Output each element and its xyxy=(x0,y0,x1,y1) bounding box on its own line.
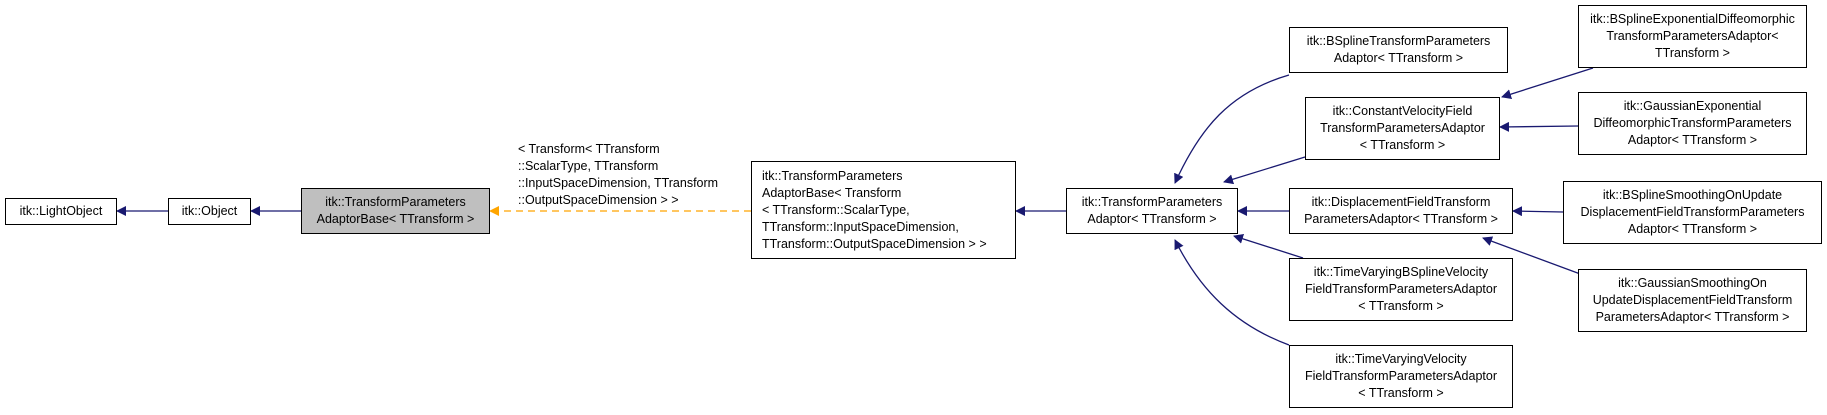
text-line: < TTransform::ScalarType, xyxy=(762,202,910,217)
text-line: itk::BSplineExponentialDiffeomorphic xyxy=(1590,12,1795,26)
text-line: itk::GaussianSmoothingOn xyxy=(1618,276,1767,290)
text-line: TTransform > xyxy=(1655,46,1730,60)
edge-tv-bspline-velocity-to-adaptor xyxy=(1233,233,1304,259)
edge-gaussian-exp-to-constant-velocity xyxy=(1499,121,1579,132)
text-line: FieldTransformParametersAdaptor xyxy=(1305,369,1497,383)
text-line: < Transform< TTransform xyxy=(518,142,660,156)
text-line: itk::TimeVaryingVelocity xyxy=(1335,352,1467,366)
text-line: itk::DisplacementFieldTransform xyxy=(1311,195,1491,209)
text-line: Adaptor< TTransform > xyxy=(1333,51,1464,65)
text-line: itk::ConstantVelocityField xyxy=(1332,104,1473,118)
text-line: itk::TimeVaryingBSplineVelocity xyxy=(1313,265,1489,279)
text-line: < TTransform > xyxy=(1359,138,1446,152)
text-line: TransformParametersAdaptor< xyxy=(1606,29,1779,43)
text-line: itk::Object xyxy=(181,204,238,218)
edge-bspline-exp-diffeo-to-constant-velocity xyxy=(1501,67,1594,100)
text-line: itk::TransformParameters xyxy=(325,195,466,209)
text-line: itk::BSplineTransformParameters xyxy=(1306,34,1491,48)
edge-bspline-adaptor-to-adaptor xyxy=(1174,74,1290,184)
text-line: ::OutputSpaceDimension > > xyxy=(518,193,679,207)
text-line: ParametersAdaptor< TTransform > xyxy=(1595,310,1790,324)
edge-bspline-smoothing-to-displacement xyxy=(1512,206,1564,217)
text-line: Adaptor< TTransform > xyxy=(1627,133,1758,147)
text-line: AdaptorBase< Transform xyxy=(762,185,902,200)
text-line: FieldTransformParametersAdaptor xyxy=(1305,282,1497,296)
text-line: Adaptor< TTransform > xyxy=(1627,222,1758,236)
text-line: itk::TransformParameters xyxy=(1081,195,1223,209)
text-line: TTransform::InputSpaceDimension, xyxy=(762,219,959,234)
text-line: < TTransform > xyxy=(1358,386,1444,400)
text-line: TransformParametersAdaptor xyxy=(1320,121,1485,135)
edge-constant-velocity-to-adaptor xyxy=(1223,156,1306,185)
text-line: itk::BSplineSmoothingOnUpdate xyxy=(1602,188,1783,202)
node-itk-lightobject[interactable]: itk::LightObject xyxy=(5,198,117,225)
text-line: itk::LightObject xyxy=(19,204,103,218)
edge-tv-velocity-to-adaptor xyxy=(1174,239,1290,346)
node-itk-object[interactable]: itk::Object xyxy=(168,198,251,225)
text-line: DiffeomorphicTransformParameters xyxy=(1593,116,1792,130)
template-argument-label: < Transform< TTransform::ScalarType, TTr… xyxy=(518,141,718,209)
text-line: ParametersAdaptor< TTransform > xyxy=(1304,212,1498,226)
text-line: itk::TransformParameters xyxy=(762,168,903,183)
text-line: UpdateDisplacementFieldTransform xyxy=(1592,293,1793,307)
text-line: DisplacementFieldTransformParameters xyxy=(1580,205,1805,219)
text-line: TTransform::OutputSpaceDimension > > xyxy=(762,236,987,251)
text-line: Adaptor< TTransform > xyxy=(1087,212,1217,226)
text-line: < TTransform > xyxy=(1358,299,1444,313)
text-line: ::ScalarType, TTransform xyxy=(518,159,659,173)
text-line: itk::GaussianExponential xyxy=(1623,99,1762,113)
edge-gaussian-smoothing-to-displacement xyxy=(1482,236,1584,276)
text-line: ::InputSpaceDimension, TTransform xyxy=(518,176,719,190)
text-line: AdaptorBase< TTransform > xyxy=(316,212,475,226)
